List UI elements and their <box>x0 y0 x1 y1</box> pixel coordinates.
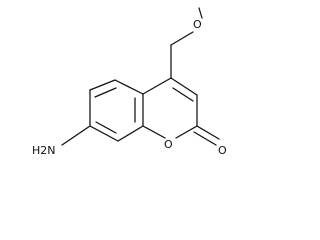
atom-label-ring-oxygen: O <box>164 138 173 151</box>
bond-c2-ring-oxygen <box>175 125 198 139</box>
bond-c4-c3-inner <box>172 87 194 102</box>
atom-label-carbonyl-oxygen: O <box>218 144 227 157</box>
molecule-structure: O O O H2N <box>32 7 227 157</box>
bond-fusion-to-c4 <box>142 77 172 95</box>
bond-benzene-bottom-left <box>89 125 119 142</box>
bond-benzene-bottom-right <box>117 125 144 142</box>
atom-label-methoxy-oxygen: O <box>193 18 202 31</box>
bond-benzene-top-right <box>114 79 144 95</box>
bond-carbonyl-left <box>193 131 217 146</box>
bond-benzene-top-left <box>89 79 116 91</box>
bond-carbonyl-right <box>196 125 220 140</box>
atom-label-amino-group: H2N <box>32 144 56 157</box>
bond-c4-c3 <box>170 77 198 96</box>
bond-oxygen-methyl <box>198 7 203 19</box>
bond-benzene-top-inner <box>94 87 117 98</box>
bond-amino <box>61 125 91 146</box>
bond-ring-oxygen-fusion <box>142 125 166 139</box>
bond-methylene-oxygen <box>170 31 194 46</box>
bond-benzene-bottom-inner <box>95 121 117 134</box>
chemical-structure-diagram: O O O H2N <box>32 7 227 157</box>
